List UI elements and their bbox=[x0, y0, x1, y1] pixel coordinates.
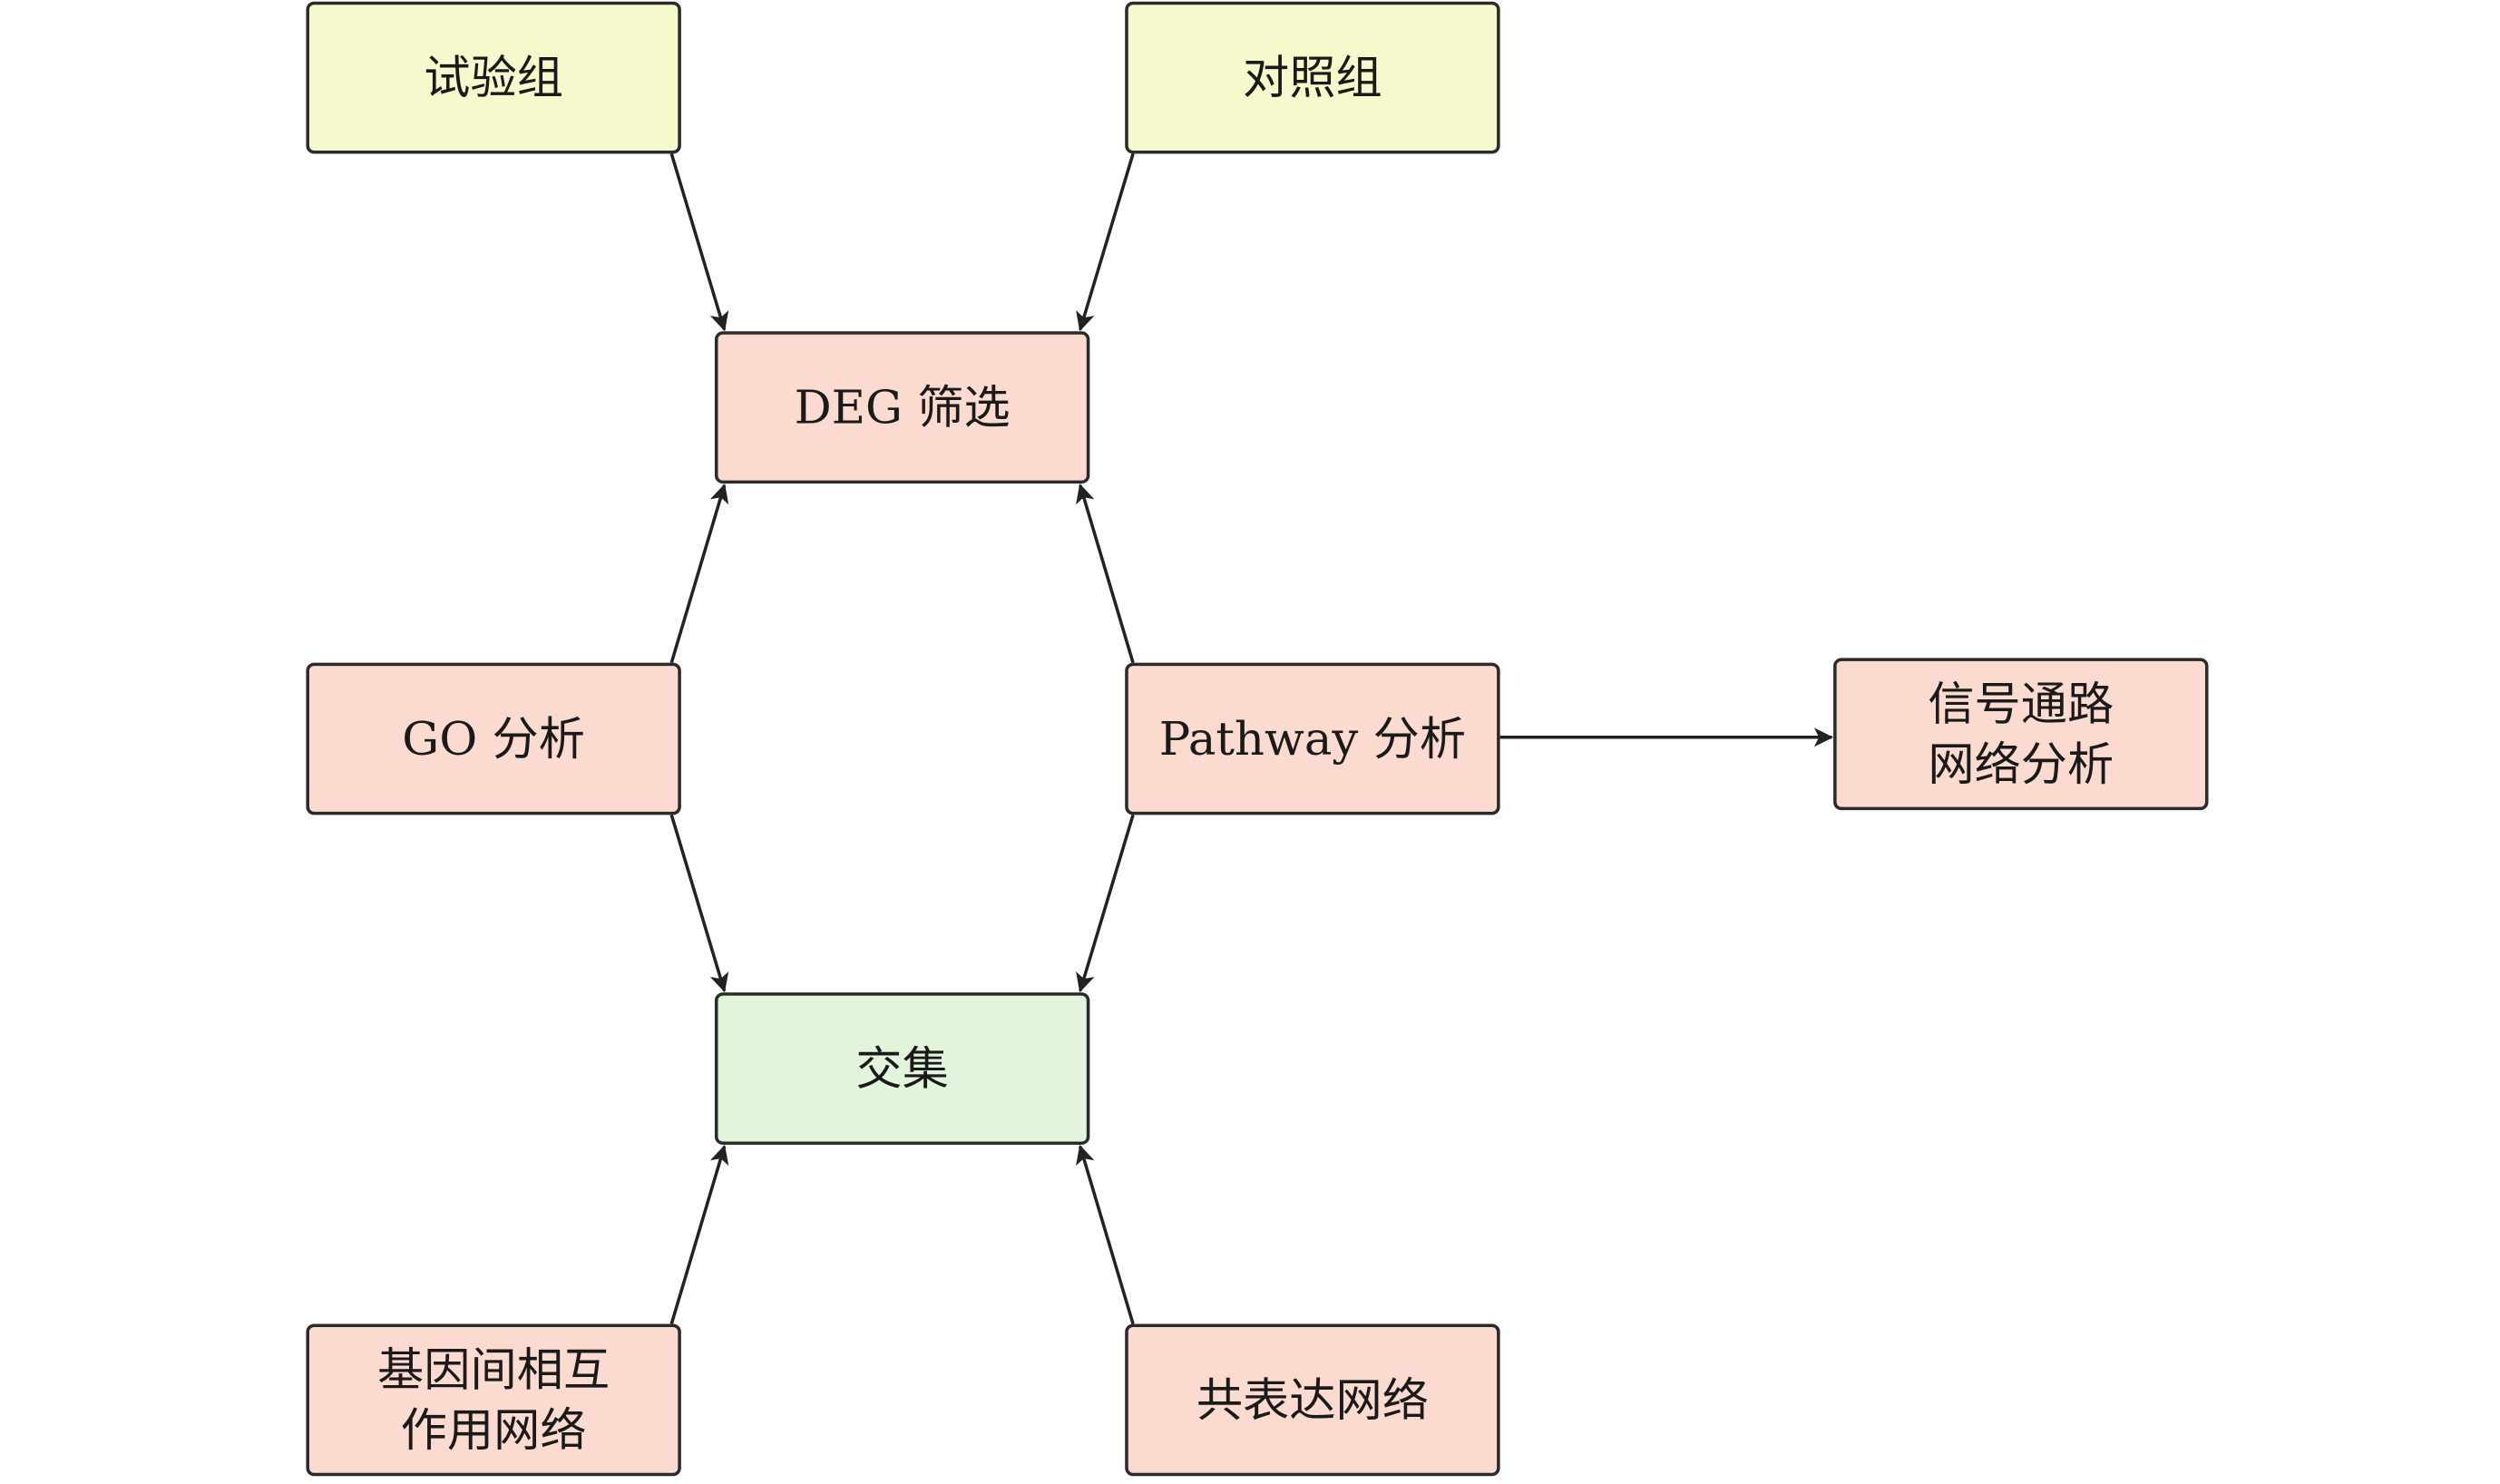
node-control-group: 对照组 bbox=[1125, 1, 1500, 154]
node-pathway-analysis: Pathway 分析 bbox=[1125, 662, 1500, 815]
edge-go-to-intersection bbox=[669, 814, 729, 993]
edge-test-to-deg bbox=[669, 153, 729, 332]
node-deg-screening: DEG 筛选 bbox=[714, 331, 1090, 484]
edge-pathway-to-deg bbox=[1076, 483, 1135, 664]
node-gene-interaction-network: 基因间相互 作用网络 bbox=[306, 1323, 681, 1477]
node-label: 信号通路 网络分析 bbox=[1928, 677, 2114, 792]
node-label: 试验组 bbox=[424, 50, 563, 105]
edge-go-to-deg bbox=[669, 483, 729, 664]
node-label: 对照组 bbox=[1243, 50, 1382, 105]
node-label: Pathway 分析 bbox=[1158, 711, 1467, 766]
node-label: GO 分析 bbox=[402, 711, 585, 766]
node-test-group: 试验组 bbox=[306, 1, 681, 154]
edge-coexpression-to-intersection bbox=[1076, 1145, 1135, 1324]
node-label: 交集 bbox=[855, 1041, 949, 1096]
node-label: 共表达网络 bbox=[1196, 1372, 1430, 1428]
node-go-analysis: GO 分析 bbox=[306, 662, 681, 815]
node-label: 基因间相互 作用网络 bbox=[377, 1342, 610, 1458]
node-signal-pathway-network: 信号通路 网络分析 bbox=[1833, 658, 2209, 811]
node-label: DEG 筛选 bbox=[794, 380, 1011, 434]
edge-gene-interaction-to-intersection bbox=[669, 1145, 729, 1324]
edge-control-to-deg bbox=[1076, 153, 1135, 332]
node-intersection: 交集 bbox=[714, 992, 1090, 1145]
edge-pathway-to-intersection bbox=[1076, 814, 1135, 993]
node-coexpression-network: 共表达网络 bbox=[1125, 1323, 1500, 1477]
